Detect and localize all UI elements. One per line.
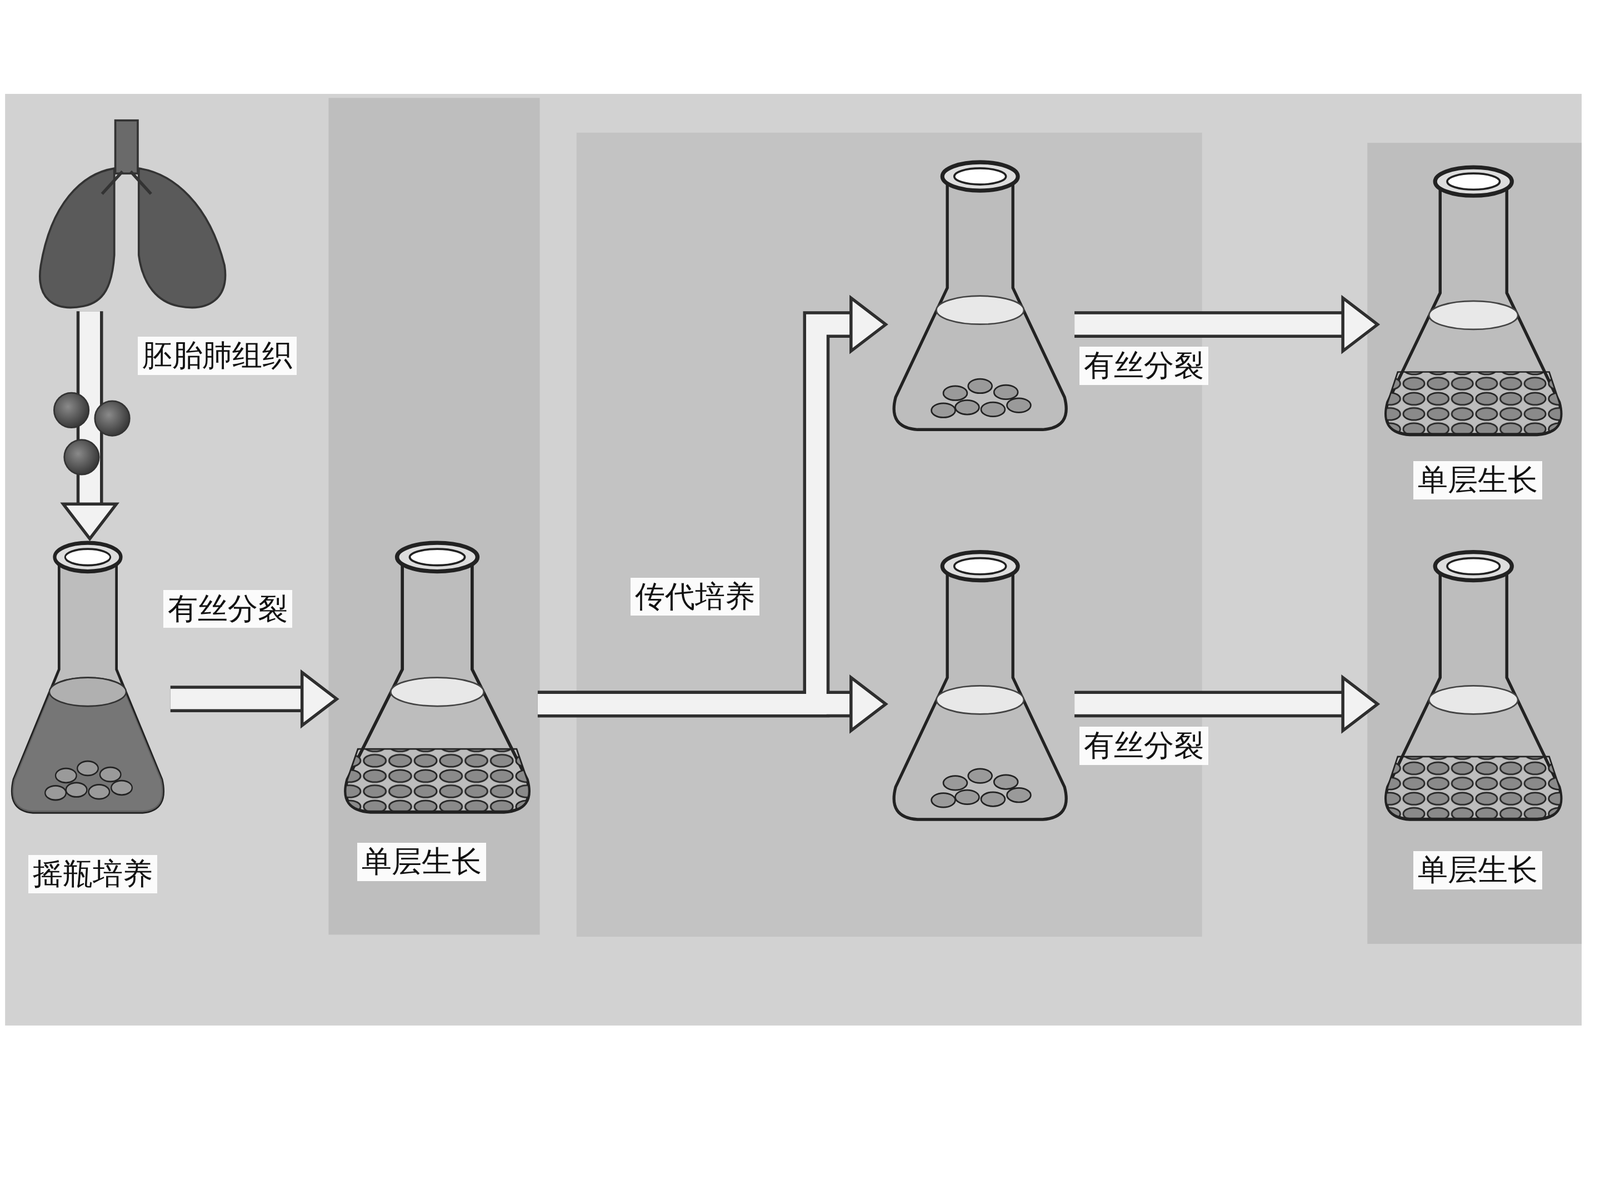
caption: 单层生长 (1413, 851, 1543, 890)
flask-node: 单层生长 (336, 538, 538, 820)
arrowhead (1342, 297, 1378, 352)
hollow-arrow (170, 688, 303, 710)
arrowhead (1342, 677, 1378, 732)
dissociated-cells (53, 392, 130, 475)
arrowhead (63, 503, 117, 539)
hollow-arrow (170, 685, 303, 713)
arrowhead (851, 297, 886, 352)
arrowhead (302, 672, 337, 726)
arrowheads (63, 297, 1378, 731)
edge-label: 有丝分裂 (1079, 346, 1209, 385)
arrowhead (851, 297, 886, 352)
arrowhead (302, 672, 337, 726)
caption: 摇瓶培养 (28, 855, 158, 894)
connector-fill (90, 311, 1343, 704)
arrowhead (851, 677, 886, 732)
arrowhead (851, 677, 886, 732)
flask-node: 单层生长 (1377, 547, 1570, 827)
edge-label: 有丝分裂 (1079, 726, 1209, 765)
arrowhead (1342, 297, 1378, 352)
caption: 单层生长 (357, 842, 487, 882)
hollow-arrow (537, 690, 852, 718)
flask-node (885, 158, 1075, 437)
flask-node: 摇瓶培养 (5, 538, 171, 820)
flask-node: 单层生长 (1377, 163, 1570, 442)
arrowhead (1342, 677, 1378, 732)
hollow-arrow (1074, 693, 1343, 715)
caption: 单层生长 (1413, 461, 1543, 500)
hollow-arrow (1074, 690, 1343, 718)
edge-label: 有丝分裂 (163, 590, 293, 629)
flask (12, 162, 1562, 820)
lung (40, 120, 226, 308)
flask-node (885, 547, 1075, 827)
tissue-node: 胚胎肺组织 (35, 117, 235, 312)
arrowhead (63, 503, 117, 539)
hollow-arrow (537, 324, 852, 704)
hollow-arrow (537, 324, 852, 704)
edge-label: 传代培养 (630, 577, 760, 617)
hollow-arrow (537, 693, 852, 715)
scan-ground (5, 93, 1582, 1026)
hollow-arrow (1074, 311, 1343, 338)
panel (576, 132, 1203, 937)
panel (328, 97, 540, 935)
hollow-arrow (1074, 314, 1343, 335)
caption: 胚胎肺组织 (137, 336, 297, 375)
connector-outline (90, 311, 1343, 704)
panel (1367, 142, 1582, 944)
